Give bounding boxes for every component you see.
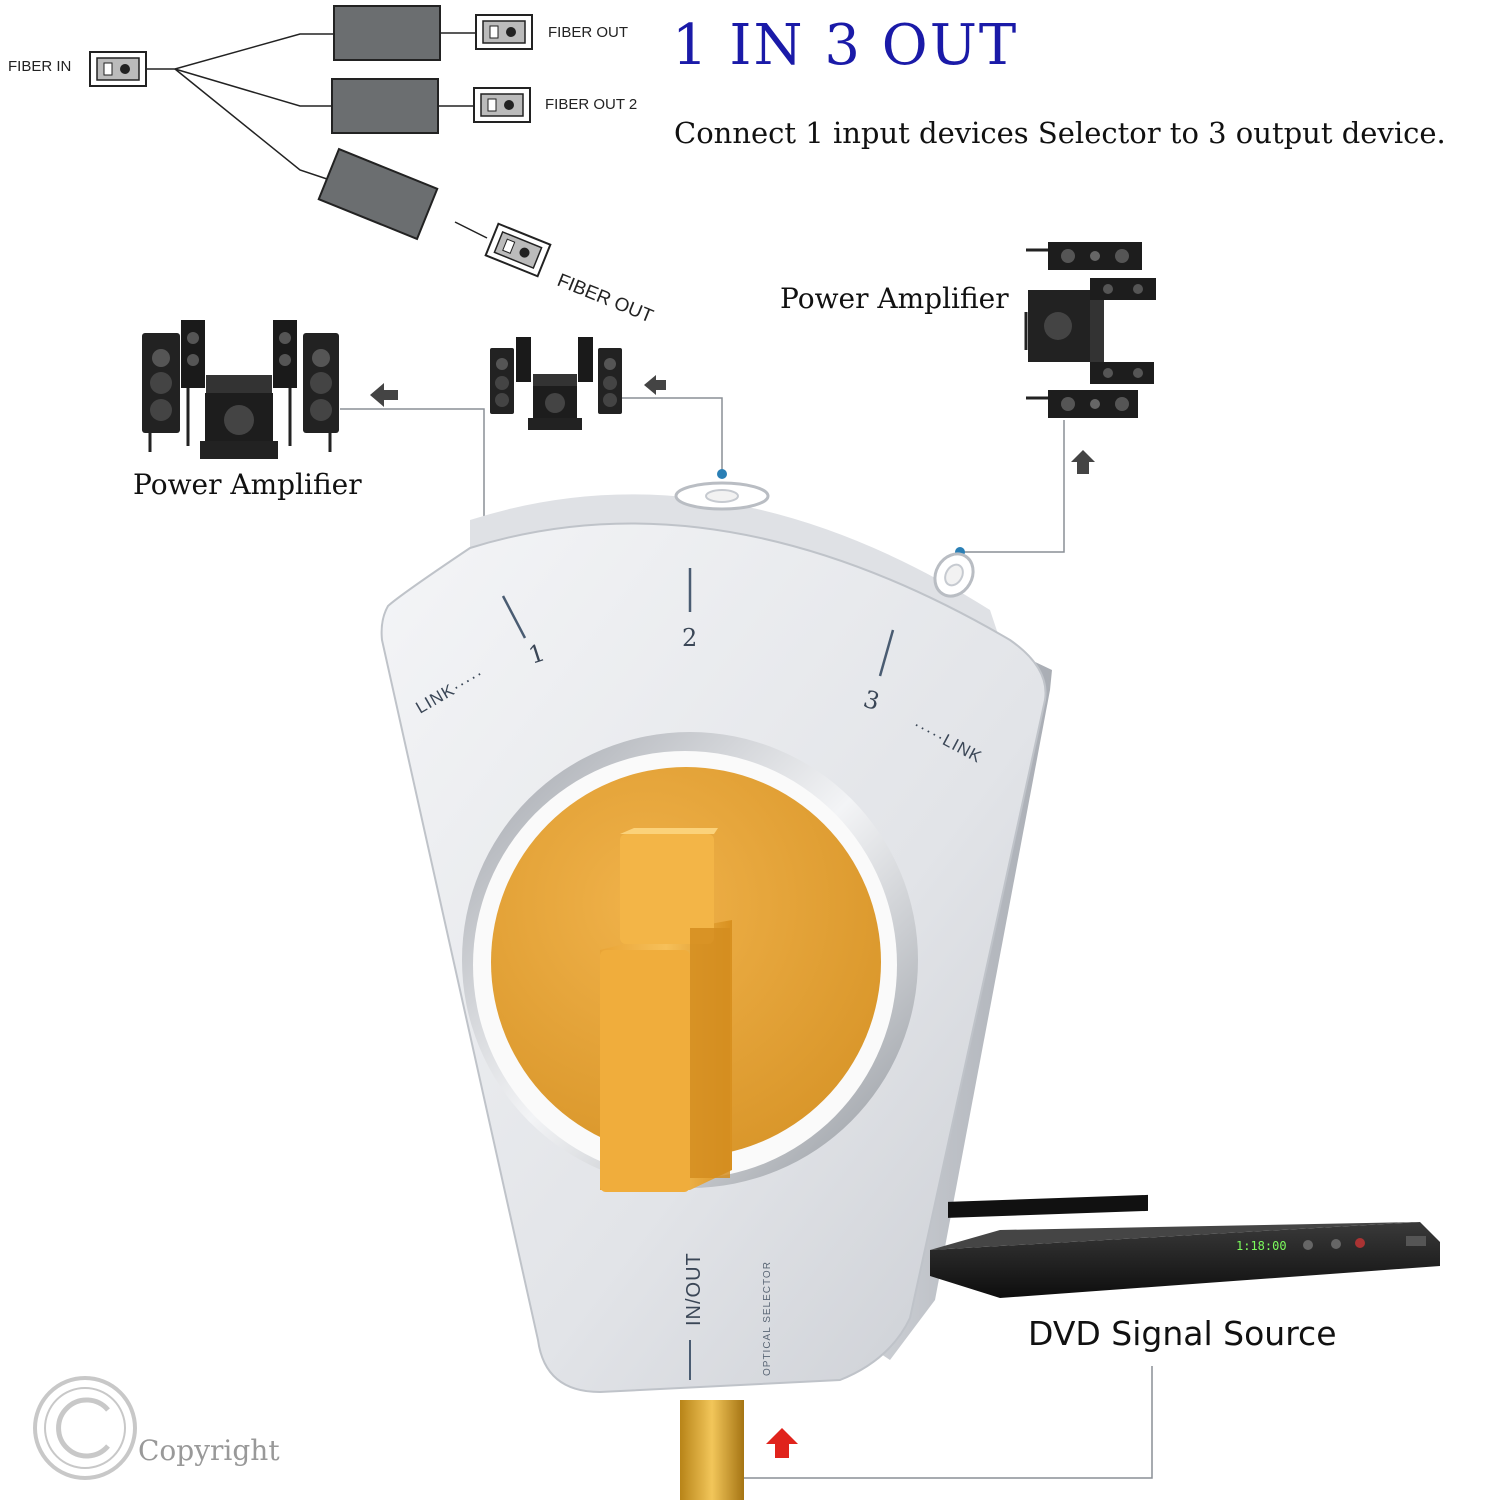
arrow-left-icon xyxy=(370,383,398,407)
connector-dot xyxy=(717,469,727,479)
fiber-port-icon xyxy=(89,51,147,87)
in-out-label: IN/OUT xyxy=(683,1252,705,1326)
amp-left-label: Power Amplifier xyxy=(133,468,362,501)
connection-lines xyxy=(340,397,1153,1479)
knob-handle[interactable] xyxy=(600,950,690,1192)
fiber-box-3 xyxy=(317,147,439,241)
copyright-icon xyxy=(33,1376,137,1480)
arrow-up-icon xyxy=(1071,450,1095,474)
fiber-port-icon xyxy=(484,222,552,278)
dvd-display-text: 1:18:00 xyxy=(1236,1239,1287,1253)
speaker-system-icon xyxy=(142,320,339,459)
dvd-source-label: DVD Signal Source xyxy=(1028,1314,1337,1353)
arrow-left-icon xyxy=(644,375,666,395)
amp-right-label: Power Amplifier xyxy=(780,282,1009,315)
fiber-port-icon xyxy=(473,87,531,123)
copyright-label: Copyright xyxy=(138,1434,280,1467)
speaker-system-icon xyxy=(1024,242,1156,418)
page-title: 1 IN 3 OUT xyxy=(672,13,1019,78)
fiber-out-2-label: FIBER OUT 2 xyxy=(545,96,638,113)
optical-cable xyxy=(680,1400,744,1500)
page-subtitle: Connect 1 input devices Selector to 3 ou… xyxy=(674,116,1446,150)
port-2-label: 2 xyxy=(682,624,697,652)
optical-selector-device xyxy=(380,481,1052,1500)
fiber-port-icon xyxy=(475,14,533,50)
fiber-box-2 xyxy=(331,78,439,134)
fiber-out-1-label: FIBER OUT xyxy=(548,24,629,41)
port-3-label: 3 xyxy=(860,685,882,716)
optical-selector-label: OPTICAL SELECTOR xyxy=(762,1261,773,1376)
dvd-player-icon xyxy=(930,1194,1440,1298)
fiber-in-label: FIBER IN xyxy=(8,58,72,75)
fiber-box-1 xyxy=(333,5,441,61)
fiber-schematic xyxy=(89,5,552,278)
arrow-up-icon xyxy=(766,1428,798,1458)
speaker-system-icon xyxy=(490,337,622,430)
